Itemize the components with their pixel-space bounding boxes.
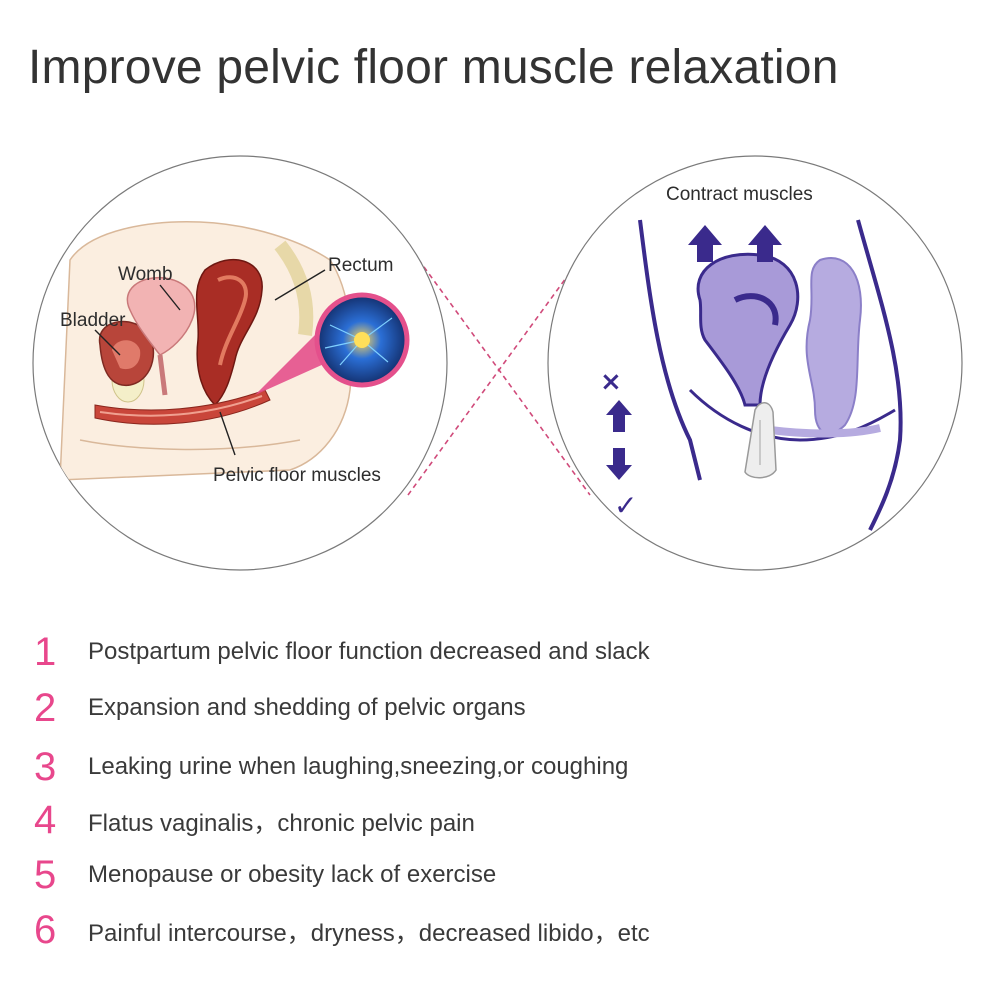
left-anatomy-figure: Womb Bladder Rectum Pelvic floor muscles xyxy=(32,155,448,571)
label-womb: Womb xyxy=(118,264,173,285)
list-text: Flatus vaginalis，chronic pelvic pain xyxy=(88,809,475,837)
right-anatomy-figure: × ✓ Contract muscles xyxy=(547,155,963,571)
list-item: 6 Painful intercourse，dryness，decreased … xyxy=(34,905,974,955)
label-contract-muscles: Contract muscles xyxy=(666,184,813,205)
list-item: 2 Expansion and shedding of pelvic organ… xyxy=(34,683,974,733)
list-number: 1 xyxy=(34,630,57,674)
illustration-area: Womb Bladder Rectum Pelvic floor muscles xyxy=(0,150,1000,580)
list-item: 4 Flatus vaginalis，chronic pelvic pain xyxy=(34,795,974,845)
list-text: Expansion and shedding of pelvic organs xyxy=(88,694,526,721)
list-text: Menopause or obesity lack of exercise xyxy=(88,861,497,888)
check-icon: ✓ xyxy=(614,489,637,522)
cross-icon: × xyxy=(600,367,622,397)
list-text: Postpartum pelvic floor function decreas… xyxy=(88,638,650,665)
list-number: 2 xyxy=(34,686,57,730)
list-text: Painful intercourse，dryness，decreased li… xyxy=(88,919,650,947)
anatomy-illustration: Womb Bladder Rectum Pelvic floor muscles xyxy=(32,155,963,571)
list-item: 1 Postpartum pelvic floor function decre… xyxy=(34,627,974,677)
list-item: 3 Leaking urine when laughing,sneezing,o… xyxy=(34,742,974,792)
small-down-arrow-icon xyxy=(606,448,632,480)
label-rectum: Rectum xyxy=(328,255,393,276)
label-pelvic-floor-muscles: Pelvic floor muscles xyxy=(213,465,381,486)
list-number: 4 xyxy=(34,798,57,842)
label-bladder: Bladder xyxy=(60,310,126,331)
list-number: 5 xyxy=(34,853,57,897)
up-arrow-icons xyxy=(688,225,782,262)
list-number: 3 xyxy=(34,745,57,789)
page-title: Improve pelvic floor muscle relaxation xyxy=(28,41,839,94)
dashed-connectors xyxy=(407,244,591,496)
list-item: 5 Menopause or obesity lack of exercise xyxy=(34,850,974,900)
neuron-icon xyxy=(354,332,370,348)
small-up-arrow-icon xyxy=(606,400,632,432)
list-number: 6 xyxy=(34,908,57,952)
list-text: Leaking urine when laughing,sneezing,or … xyxy=(88,753,629,780)
